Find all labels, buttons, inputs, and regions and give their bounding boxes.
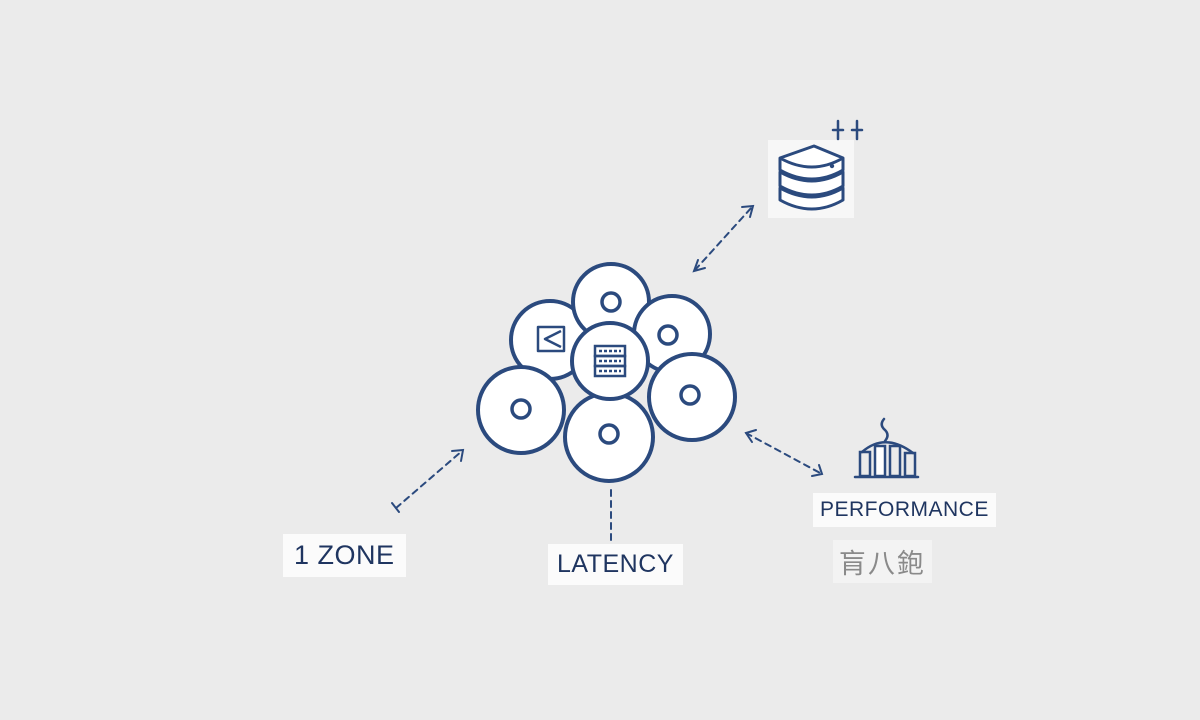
node-ring-top: [600, 291, 622, 313]
plus-plus-icon: [831, 119, 864, 141]
latency-label: LATENCY: [548, 544, 683, 585]
node-ring-bottom: [598, 423, 620, 445]
play-back-icon: [536, 325, 566, 353]
connector-performance: [744, 429, 824, 477]
node-ring-left: [510, 398, 532, 420]
database-stack-icon: [768, 140, 854, 218]
connector-storage: [692, 204, 755, 273]
cluster-node-bottom: [563, 391, 655, 483]
node-ring-right: [679, 384, 701, 406]
performance-label: PERFORMANCE: [813, 493, 996, 527]
zone-label: 1 ZONE: [283, 534, 406, 577]
cluster-node-right: [647, 352, 737, 442]
performance-sublabel: 肓八鉋: [833, 540, 932, 583]
gauge-bars-icon: [853, 417, 920, 479]
cluster-node-left: [476, 365, 566, 455]
server-rack-icon: [593, 344, 627, 378]
connector-zone: [391, 448, 465, 513]
node-ring-top-right: [657, 324, 679, 346]
